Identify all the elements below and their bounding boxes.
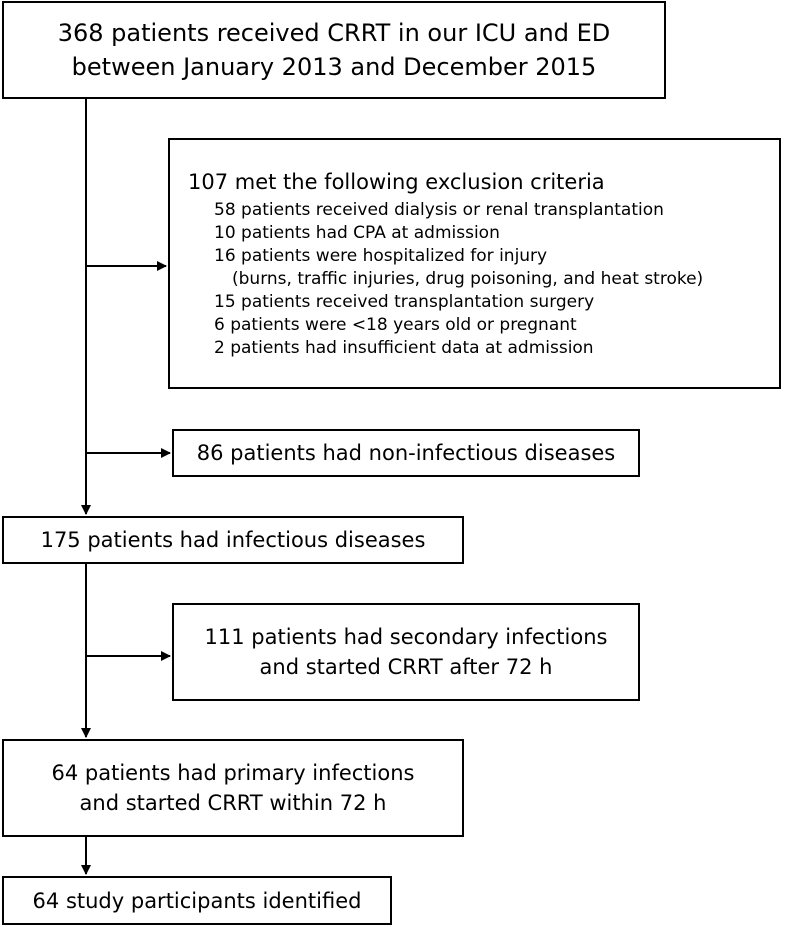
node-primary-line-2: and started CRRT within 72 h — [79, 791, 387, 815]
node-final-text: 64 study participants identified — [32, 888, 362, 913]
node-initial-cohort: 368 patients received CRRT in our ICU an… — [2, 1, 666, 99]
exclusion-item: 16 patients were hospitalized for injury — [214, 246, 548, 266]
node-non-infectious-text: 86 patients had non-infectious diseases — [196, 441, 616, 465]
exclusion-item: 15 patients received transplantation sur… — [214, 292, 595, 312]
node-exclusion-criteria: 107 met the following exclusion criteria… — [168, 138, 781, 389]
node-initial-line-2: between January 2013 and December 2015 — [71, 53, 597, 81]
exclusion-item: 58 patients received dialysis or renal t… — [214, 200, 664, 220]
exclusion-item-detail: (burns, traffic injuries, drug poisoning… — [232, 269, 704, 289]
node-primary-infections: 64 patients had primary infections and s… — [2, 739, 464, 837]
node-secondary-infections: 111 patients had secondary infections an… — [172, 603, 640, 701]
exclusion-title: 107 met the following exclusion criteria — [188, 170, 605, 194]
node-initial-line-1: 368 patients received CRRT in our ICU an… — [57, 19, 611, 47]
node-secondary-line-1: 111 patients had secondary infections — [204, 625, 608, 649]
node-infectious: 175 patients had infectious diseases — [2, 516, 464, 564]
node-secondary-line-2: and started CRRT after 72 h — [259, 655, 553, 679]
exclusion-item: 10 patients had CPA at admission — [214, 223, 500, 243]
node-infectious-text: 175 patients had infectious diseases — [40, 528, 426, 552]
node-non-infectious: 86 patients had non-infectious diseases — [172, 429, 640, 477]
node-study-participants: 64 study participants identified — [2, 876, 392, 925]
exclusion-item: 2 patients had insufficient data at admi… — [214, 338, 594, 358]
exclusion-item: 6 patients were <18 years old or pregnan… — [214, 315, 577, 335]
node-primary-line-1: 64 patients had primary infections — [51, 761, 415, 785]
